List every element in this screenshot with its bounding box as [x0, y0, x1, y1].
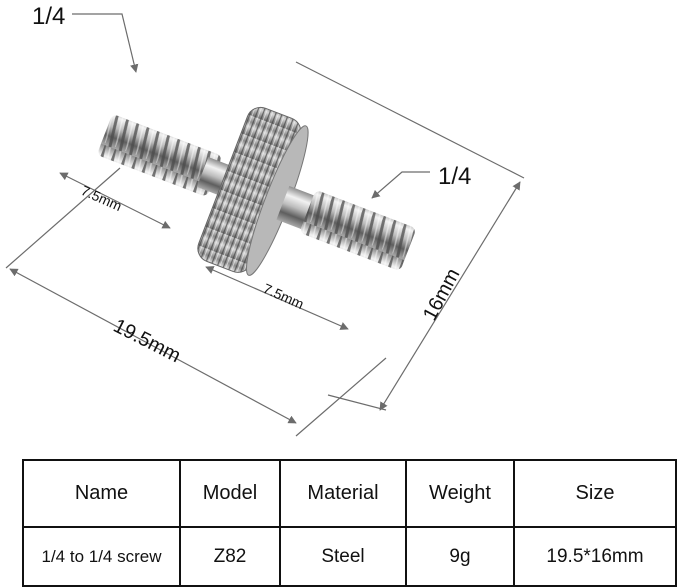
- cell-material: Steel: [279, 526, 407, 587]
- leader-right-thread: [371, 171, 430, 199]
- left-length-label: 7.5mm: [79, 182, 125, 214]
- header-material: Material: [279, 459, 407, 528]
- height-label: 16mm: [419, 265, 465, 324]
- leader-top-thread: [72, 13, 139, 73]
- right-length-label: 7.5mm: [261, 280, 307, 312]
- spec-table-header-row: Name Model Material Weight Size: [22, 459, 677, 528]
- left-thread: [98, 115, 221, 196]
- screw-adapter-photo: [98, 106, 415, 276]
- cell-name: 1/4 to 1/4 screw: [22, 526, 181, 587]
- header-name: Name: [22, 459, 181, 528]
- total-length-label: 19.5mm: [110, 315, 184, 367]
- right-thread: [301, 191, 415, 270]
- cell-model: Z82: [179, 526, 281, 587]
- right-thread-label: 1/4: [438, 163, 471, 190]
- header-size: Size: [513, 459, 677, 528]
- screw-adapter-diagram: 1/4 1/4 7.5mm 7.5mm 19.5mm 16mm: [5, 3, 525, 437]
- header-weight: Weight: [405, 459, 515, 528]
- header-model: Model: [179, 459, 281, 528]
- dimension-left-length: [59, 172, 171, 229]
- spec-table: Name Model Material Weight Size 1/4 to 1…: [22, 459, 677, 587]
- cell-weight: 9g: [405, 526, 515, 587]
- table-row: 1/4 to 1/4 screw Z82 Steel 9g 19.5*16mm: [22, 526, 677, 587]
- dimension-height: [295, 61, 525, 411]
- top-thread-label: 1/4: [32, 3, 65, 30]
- dimension-right-length: [205, 266, 349, 330]
- cell-size: 19.5*16mm: [513, 526, 677, 587]
